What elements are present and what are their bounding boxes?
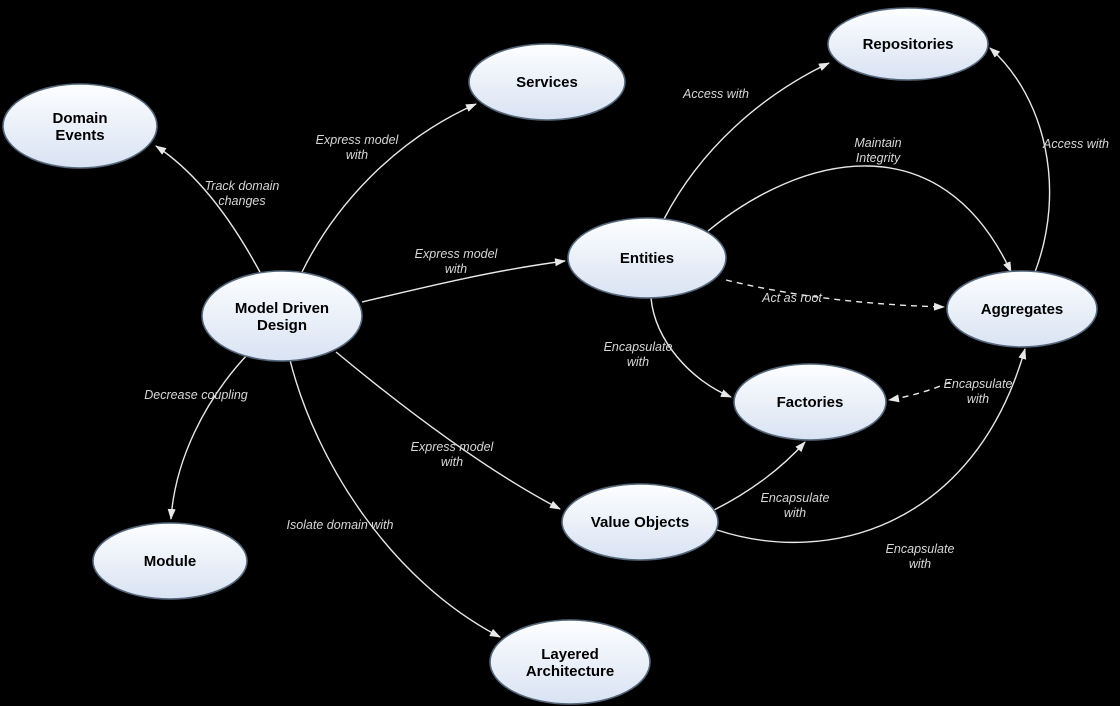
node-label-services: Services	[516, 74, 578, 91]
edge-encapsulate-aggregates-factories	[888, 381, 951, 403]
edge-label-decrease-coupling: Decrease coupling	[144, 388, 248, 402]
node-repositories	[827, 7, 989, 81]
edge-isolate-domain-with	[289, 359, 501, 638]
edge-label-isolate-domain-with: Isolate domain with	[286, 518, 393, 532]
edge-maintain-integrity	[707, 165, 1012, 273]
node-label-aggregates: Aggregates	[981, 301, 1064, 318]
edge-express-model-services	[301, 103, 477, 273]
node-module	[92, 522, 248, 600]
edge-express-model-value-objects	[335, 351, 561, 510]
edge-access-with-entities	[663, 62, 830, 220]
edge-label-access-with-entities: Access with	[682, 87, 749, 101]
node-label-module: Module	[144, 553, 197, 570]
edge-decrease-coupling	[167, 354, 248, 520]
node-value-objects	[561, 483, 719, 561]
node-model-driven-design	[201, 270, 363, 362]
node-services	[468, 43, 626, 121]
edge-act-as-root	[725, 279, 945, 311]
edge-label-act-as-root: Act as root	[761, 291, 822, 305]
edge-express-model-entities	[361, 258, 566, 303]
edge-encapsulate-vo-factories	[713, 441, 806, 511]
node-label-value-objects: Value Objects	[591, 514, 689, 531]
edge-encapsulate-vo-aggregates	[716, 348, 1027, 544]
edge-encapsulate-entities-factories	[650, 297, 732, 398]
node-label-entities: Entities	[620, 250, 674, 267]
node-label-factories: Factories	[777, 394, 844, 411]
node-entities	[567, 217, 727, 299]
edge-access-with-aggregates	[989, 47, 1051, 273]
edge-track-domain-changes	[155, 145, 263, 277]
node-label-repositories: Repositories	[863, 36, 954, 53]
edge-label-access-with-aggregates: Access with	[1042, 137, 1109, 151]
node-domain-events	[2, 83, 158, 169]
node-factories	[733, 363, 887, 441]
node-layered-architecture	[489, 619, 651, 705]
node-aggregates	[946, 270, 1098, 348]
